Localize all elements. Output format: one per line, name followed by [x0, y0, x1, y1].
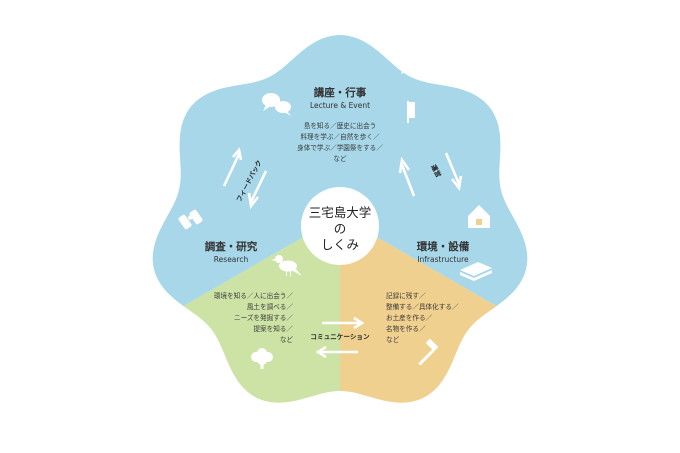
- speech-bubbles-icon: [262, 93, 291, 116]
- infra-subtitle: Infrastructure: [417, 255, 469, 264]
- infra-item-5: など: [386, 336, 400, 344]
- lecture-item-4: など: [333, 155, 347, 163]
- infra-item-2: 整備する／具体化する／: [386, 302, 459, 311]
- research-item-4: 提案を知る／: [253, 324, 293, 333]
- research-item-1: 環境を知る／人に出会う／: [214, 291, 294, 300]
- banner-flag-icon: [407, 101, 415, 123]
- binoculars-icon: [178, 209, 203, 230]
- lecture-title: 講座・行事: [314, 86, 367, 99]
- communication-arrows: [315, 316, 365, 359]
- center-circle: [301, 187, 379, 265]
- infra-title: 環境・設備: [417, 240, 470, 253]
- research-segment: [152, 60, 340, 403]
- center-title-line2: の: [334, 221, 347, 236]
- bird-icon: [271, 255, 302, 276]
- lecture-item-3: 身体で学ぶ／学園祭をする／: [297, 143, 383, 152]
- infra-item-4: 名物を作る／: [386, 324, 426, 333]
- lecture-item-1: 島を知る／歴史に出会う: [304, 121, 377, 130]
- research-item-3: ニーズを発掘する／: [234, 313, 293, 322]
- infra-item-1: 記録に残す／: [386, 291, 426, 300]
- lecture-section: 講座・行事 Lecture & Event 島を知る／歴史に出会う 料理を学ぶ／…: [262, 55, 420, 163]
- infra-segment: [340, 60, 528, 403]
- communication-label: コミュニケーション: [310, 333, 370, 341]
- lecture-item-2: 料理を学ぶ／自然を歩く／: [300, 132, 380, 141]
- research-item-2: 風土を調べる／: [247, 302, 294, 311]
- lecture-subtitle: Lecture & Event: [310, 101, 370, 110]
- pencil-icon: [401, 55, 420, 74]
- research-title: 調査・研究: [205, 240, 258, 253]
- research-subtitle: Research: [214, 255, 249, 264]
- operation-arrows: [398, 152, 463, 197]
- center-title-line3: しくみ: [321, 237, 359, 252]
- book-icon: [460, 262, 492, 281]
- infra-item-3: お土産を作る／: [386, 313, 433, 322]
- center-title-line1: 三宅島大学: [309, 205, 372, 220]
- tree-icon: [251, 348, 273, 369]
- house-icon: [468, 205, 490, 228]
- feedback-arrows: [222, 147, 268, 210]
- hammer-icon: [418, 339, 438, 366]
- research-section: 調査・研究 Research 環境を知る／人に出会う／ 風土を調べる／ ニーズを…: [178, 209, 302, 369]
- research-item-5: など: [280, 336, 294, 344]
- infra-section: 環境・設備 Infrastructure 記録に残す／ 整備する／具体化する／ …: [386, 205, 492, 366]
